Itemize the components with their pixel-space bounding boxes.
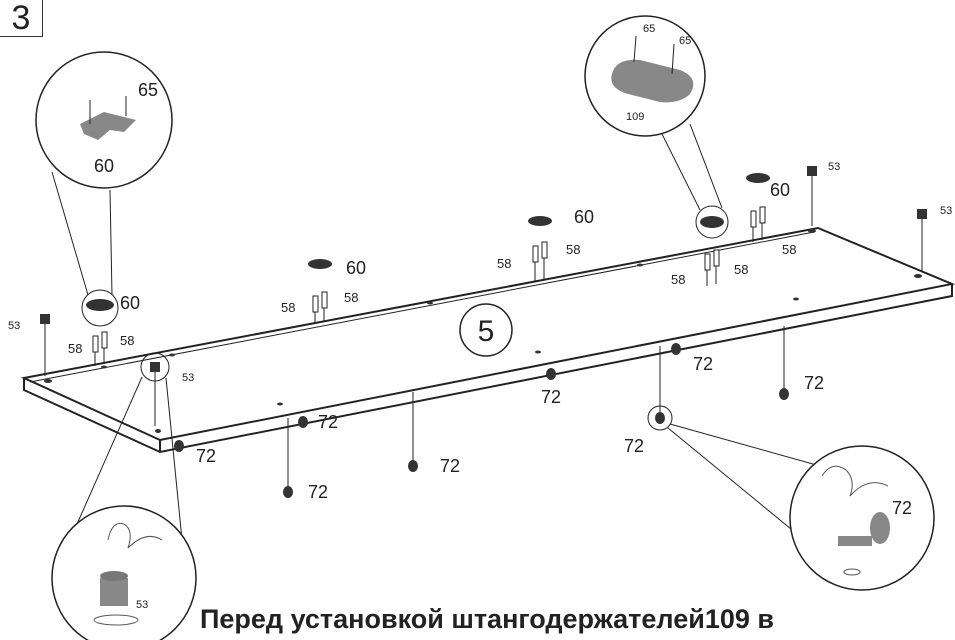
- callout-ring: [695, 205, 729, 239]
- part-label-58: 58: [120, 333, 134, 348]
- part-label-60: 60: [120, 293, 140, 313]
- foot-53-left: 53: [8, 314, 50, 376]
- part-label-72: 72: [804, 373, 824, 393]
- bracket-group-4: 60 58: [746, 173, 796, 257]
- part-label-58: 58: [782, 242, 796, 257]
- part-label-58: 58: [344, 290, 358, 305]
- fitting-leaders: [287, 326, 785, 486]
- step-number: 3: [0, 0, 43, 37]
- bracket-group-5: 58 58: [671, 216, 748, 287]
- foot-53-right: 53: [917, 205, 952, 272]
- bracket-group-3: 60 58 58: [497, 207, 594, 282]
- panel-holes: [44, 229, 922, 433]
- part-label-58: 58: [68, 341, 82, 356]
- callout-ring: [81, 289, 119, 327]
- callout-leaders: [51, 123, 837, 567]
- part-label-60: 60: [770, 180, 790, 200]
- callout-ring: [647, 405, 673, 431]
- part-label-53: 53: [136, 599, 148, 611]
- part-label-58: 58: [734, 262, 748, 277]
- part-label-53: 53: [8, 320, 20, 332]
- detail-callout-72: 72: [789, 445, 935, 591]
- detail-callout-109: 65 65 109: [584, 15, 706, 137]
- fittings-72: [174, 343, 789, 498]
- part-label-109: 109: [626, 111, 644, 123]
- part-label-60: 60: [94, 156, 114, 176]
- part-label-53: 53: [940, 205, 952, 217]
- part-label-60: 60: [346, 258, 366, 278]
- part-label-58: 58: [497, 256, 511, 271]
- foot-53-right-top: 53: [807, 161, 840, 226]
- part-label-65: 65: [679, 35, 691, 47]
- part-label-72: 72: [440, 456, 460, 476]
- part-label-60: 60: [574, 207, 594, 227]
- part-label-53: 53: [828, 161, 840, 173]
- part-label-72: 72: [541, 387, 561, 407]
- part-label-53: 53: [182, 372, 194, 384]
- part-label-72: 72: [196, 446, 216, 466]
- part-label-72: 72: [318, 412, 338, 432]
- part-label-58: 58: [671, 272, 685, 287]
- part-label-65: 65: [138, 80, 158, 100]
- fitting-labels: 72 72 72 72 72 72 72 72: [196, 354, 824, 502]
- instruction-caption: Перед установкой штангодержателей109 в: [200, 604, 774, 634]
- part-label-72: 72: [693, 354, 713, 374]
- bracket-group-1: 60 58 58: [68, 293, 140, 366]
- panel-number: 5: [478, 315, 495, 348]
- panel-number-marker: 5: [459, 303, 513, 357]
- detail-callout-53: 53: [51, 505, 197, 640]
- callout-ring: [140, 352, 170, 382]
- part-label-58: 58: [566, 242, 580, 257]
- part-label-72: 72: [624, 436, 644, 456]
- part-label-72: 72: [892, 498, 912, 518]
- part-label-65: 65: [643, 23, 655, 35]
- part-label-58: 58: [281, 300, 295, 315]
- detail-callout-60: 65 60: [35, 51, 173, 189]
- part-label-72: 72: [308, 482, 328, 502]
- bracket-group-2: 60 58 58: [281, 258, 366, 324]
